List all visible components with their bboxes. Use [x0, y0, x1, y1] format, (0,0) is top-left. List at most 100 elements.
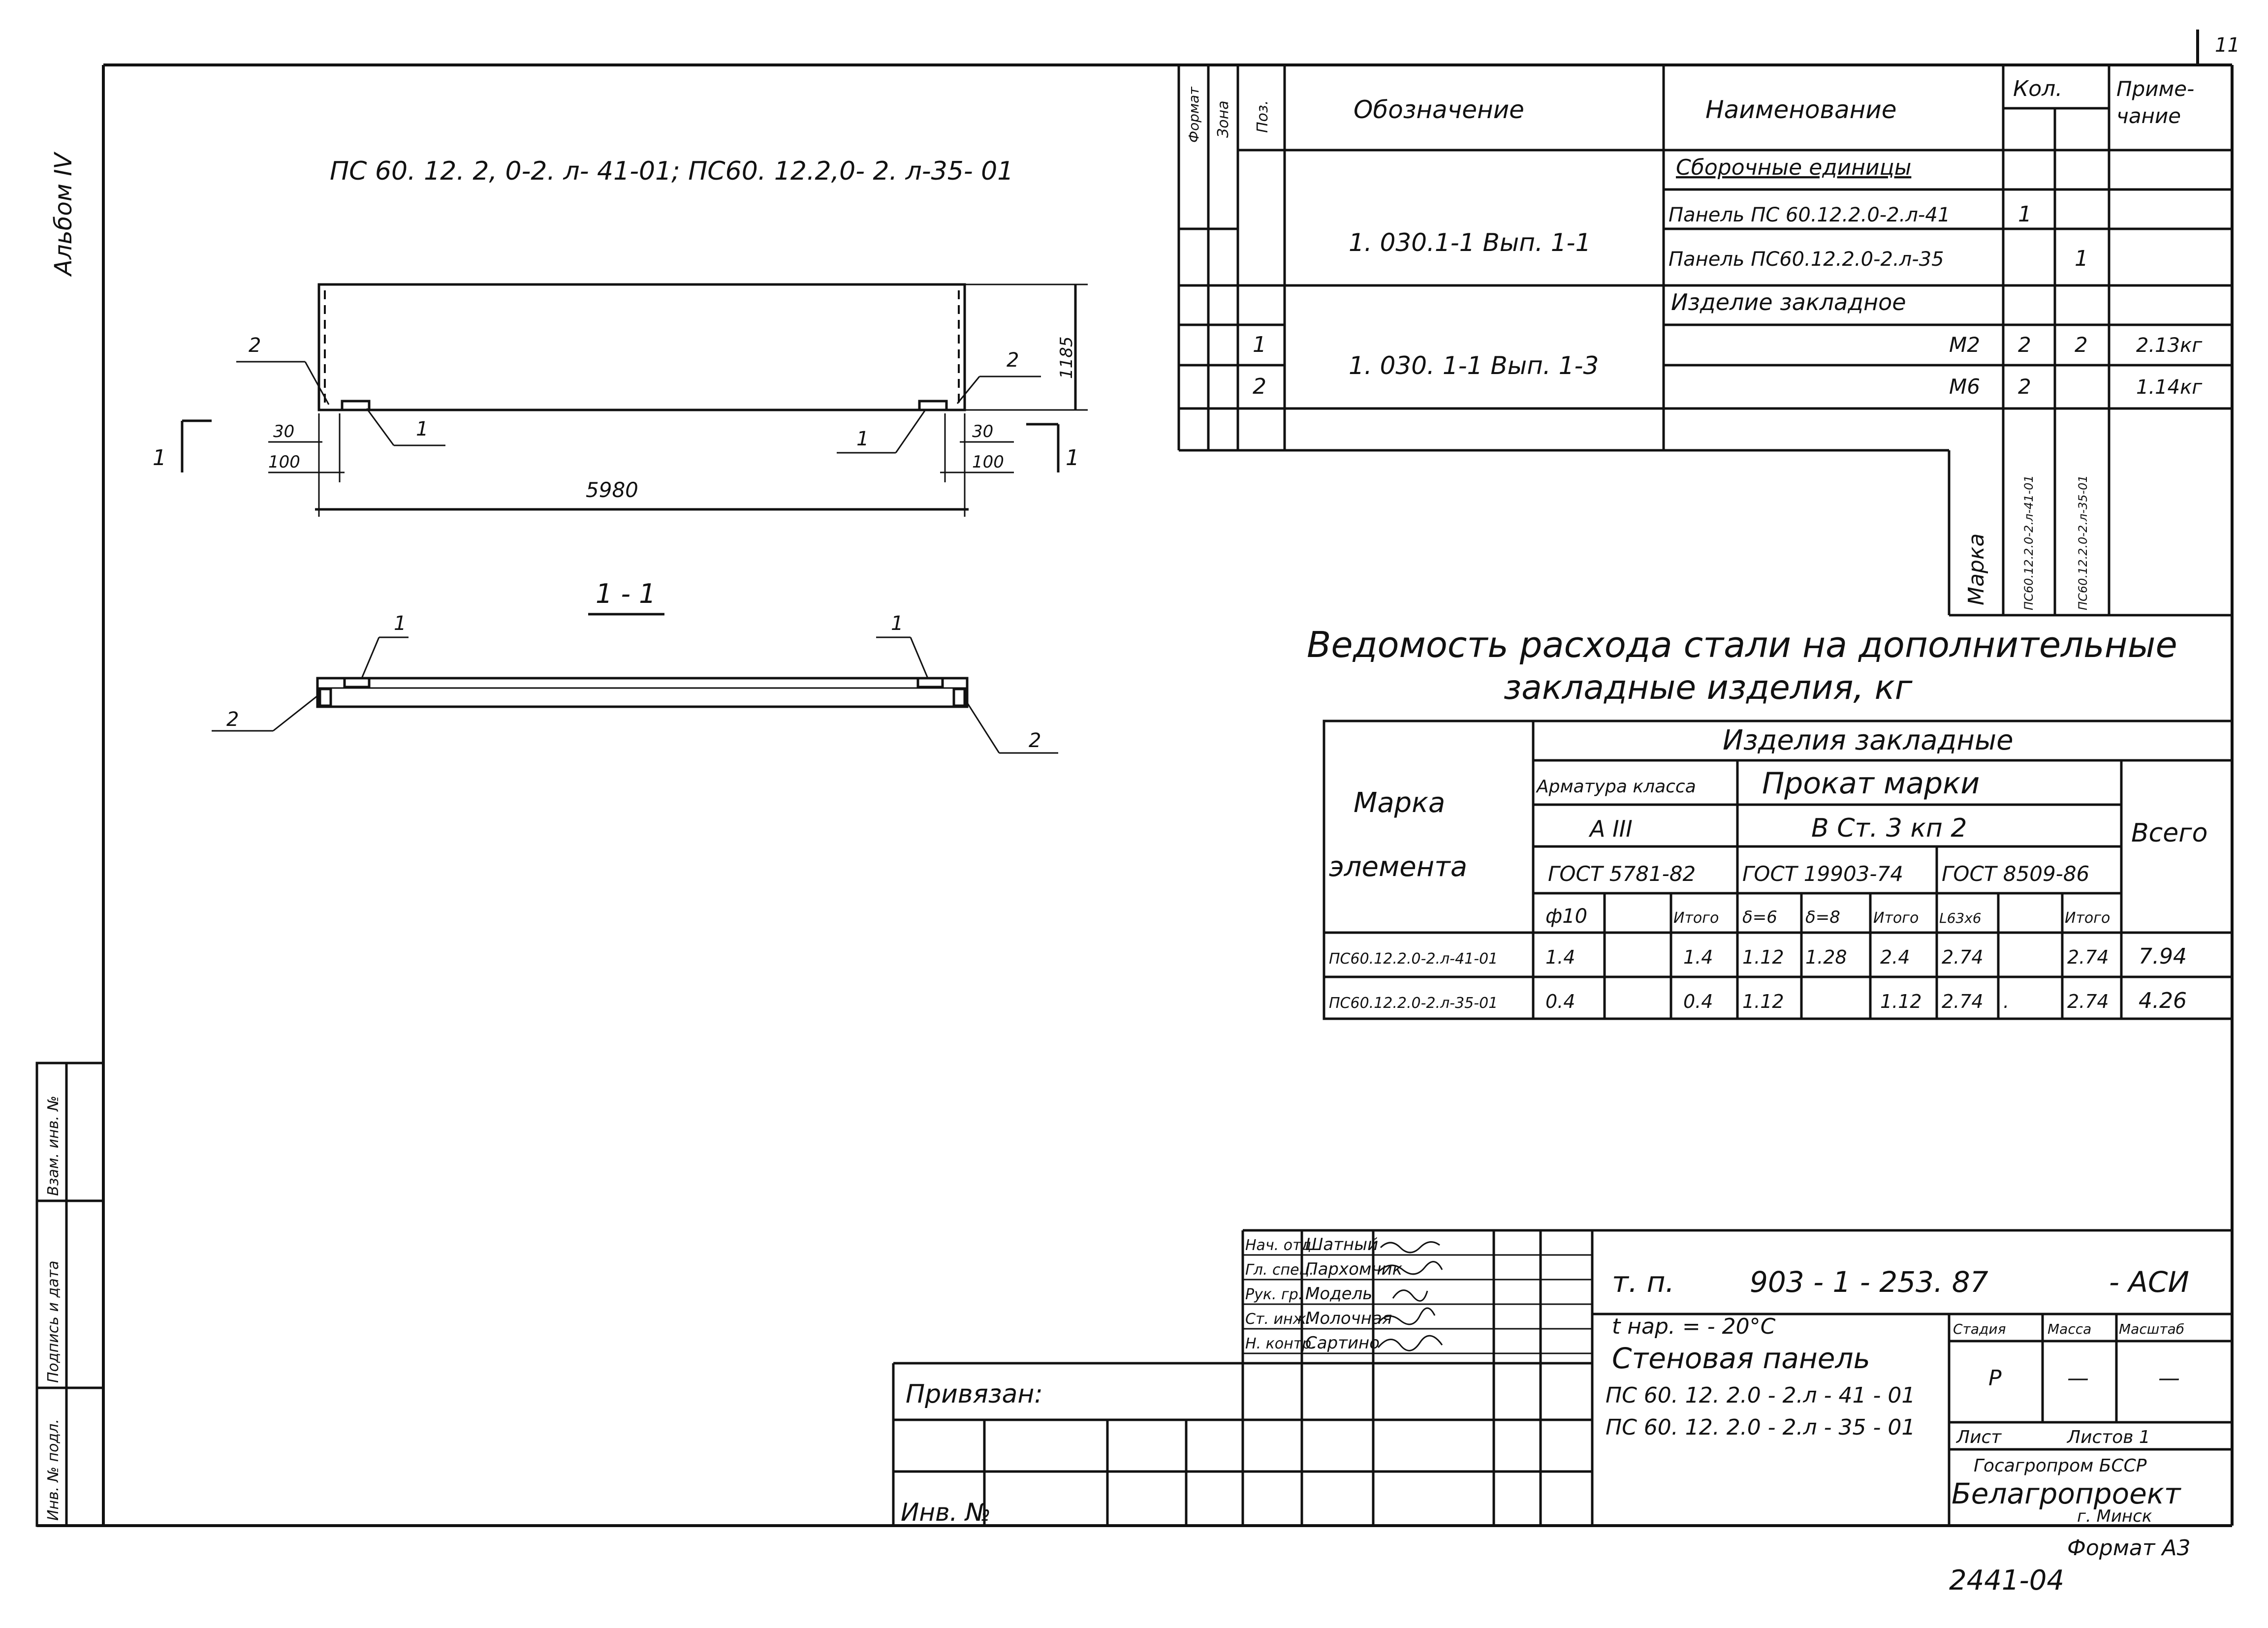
spec-header-zone: Зона — [1215, 100, 1232, 138]
spec-header-designation: Обозначение — [1354, 95, 1524, 124]
spec-table-grid — [1177, 65, 2232, 617]
steel-h-total: Всего — [2131, 818, 2207, 848]
steel-row-cell: 1.4 — [1683, 946, 1713, 968]
steel-row-mark: ПС60.12.2.0-2.л-35-01 — [1329, 995, 1498, 1012]
spec-header-qty: Кол. — [2013, 76, 2062, 101]
spec-row-1-q1: 1 — [2018, 202, 2032, 227]
steel-h-rolled-grade: В Ст. 3 кп 2 — [1811, 814, 1967, 843]
product-name: Стеновая панель — [1612, 1342, 1870, 1375]
steel-h-rebar-gost: ГОСТ 5781-82 — [1548, 862, 1696, 886]
steel-row-cell: 4.26 — [2139, 988, 2187, 1013]
spec-header-pos: Поз. — [1254, 100, 1271, 133]
steel-row-cell: 2.74 — [1942, 946, 1984, 968]
callout-2-left: 2 — [249, 334, 261, 357]
steel-row-mark: ПС60.12.2.0-2.л-41-01 — [1329, 950, 1498, 968]
side-stamp — [35, 1062, 105, 1527]
doc-code: 903 - 1 - 253. 87 — [1750, 1265, 1988, 1299]
dim-30-right: 30 — [972, 422, 993, 441]
steel-row-cell: . — [2003, 991, 2009, 1012]
mass-value: — — [2067, 1366, 2089, 1391]
steel-row-cell: 1.12 — [1742, 991, 1784, 1012]
callout-2-right: 2 — [1007, 349, 1019, 372]
bound-label: Привязан: — [906, 1379, 1043, 1409]
spec-row-4-q1: 2 — [2018, 333, 2031, 357]
steel-row-cell: 2.4 — [1880, 946, 1910, 968]
stamp-role-4: Н. контр. — [1245, 1335, 1316, 1352]
spec-row-5-note: 1.14кг — [2136, 376, 2203, 399]
section-callout-2-left: 2 — [226, 708, 239, 731]
dim-100-right: 100 — [972, 452, 1004, 472]
section-callout-1-right: 1 — [891, 612, 903, 635]
product-mark-1: ПС 60. 12. 2.0 - 2.л - 41 - 01 — [1606, 1383, 1915, 1408]
spec-row-5-name: М6 — [1949, 375, 1980, 399]
spec-row-5-pos: 2 — [1253, 374, 1266, 399]
side-label-sign: Подпись и дата — [45, 1261, 62, 1383]
dim-30-left: 30 — [273, 422, 294, 441]
callout-1-right: 1 — [856, 428, 869, 450]
spec-row-2-q2: 1 — [2075, 246, 2088, 271]
format-label: Формат А3 — [2067, 1535, 2191, 1561]
side-label-replace: Взам. инв. № — [45, 1096, 62, 1196]
org-city: г. Минск — [2077, 1506, 2152, 1526]
steel-sub-2: Итого — [1673, 909, 1719, 927]
steel-sub-8: Итого — [2065, 909, 2110, 927]
cut-label-left: 1 — [153, 445, 166, 470]
cut-label-right: 1 — [1066, 445, 1079, 470]
steel-row-cell: 1.28 — [1805, 946, 1847, 968]
sheet-header: Лист — [1955, 1427, 2002, 1447]
spec-row-3-name: Изделие закладное — [1671, 289, 1906, 315]
signatures — [1377, 1241, 1443, 1351]
steel-h-rebar-class: А III — [1588, 815, 1633, 842]
steel-h-rebar: Арматура класса — [1536, 777, 1696, 797]
steel-row-cell: 2.74 — [2067, 991, 2109, 1012]
spec-row-4-note: 2.13кг — [2136, 334, 2203, 357]
steel-h-rolled: Прокат марки — [1762, 766, 1980, 801]
scale-header: Масштаб — [2119, 1321, 2184, 1337]
spec-header-note-line: чание — [2116, 104, 2181, 128]
steel-h-marka: Марка — [1354, 787, 1445, 819]
dim-height: 1185 — [1057, 336, 1076, 379]
callout-1-left: 1 — [416, 418, 428, 440]
spec-row-0-name: Сборочные единицы — [1676, 155, 1911, 180]
spec-row-4-q2: 2 — [2075, 333, 2088, 357]
steel-sub-5: Итого — [1873, 909, 1919, 927]
spec-row-4-pos: 1 — [1253, 332, 1266, 357]
panel-elevation — [181, 283, 1088, 517]
steel-row-cell: 2.74 — [1942, 991, 1984, 1012]
inventory-label: Инв. № — [901, 1498, 991, 1527]
section-label: 1 - 1 — [596, 578, 656, 609]
marka-value-1: ПС60.12.2.0-2.л-41-01 — [2022, 475, 2036, 610]
stamp-name-4: Сартино — [1305, 1333, 1380, 1353]
stamp-role-0: Нач. отд. — [1245, 1237, 1316, 1254]
doc-code-prefix: т. п. — [1612, 1265, 1674, 1299]
steel-sub-3: δ=6 — [1742, 908, 1777, 927]
steel-h-element: элемента — [1329, 851, 1467, 883]
spec-header-format: Формат — [1186, 87, 1202, 143]
marka-value-2: ПС60.12.2.0-2.л-35-01 — [2076, 475, 2090, 610]
steel-title-line1: Ведомость расхода стали на дополнительны… — [1307, 624, 2177, 665]
section-callout-1-left: 1 — [394, 612, 406, 635]
doc-code-suffix: - АСИ — [2109, 1265, 2189, 1299]
steel-h-gost2: ГОСТ 8509-86 — [1942, 862, 2089, 886]
album-label: Альбом IV — [50, 152, 77, 277]
page-number: 11 — [2215, 34, 2240, 57]
steel-row-cell: 1.12 — [1880, 991, 1922, 1012]
stage-header: Стадия — [1953, 1321, 2006, 1337]
spec-row-2-name: Панель ПС60.12.2.0-2.л-35 — [1669, 248, 1944, 271]
spec-row-5-q1: 2 — [2018, 375, 2031, 399]
steel-row-cell: 7.94 — [2139, 944, 2187, 969]
steel-h-products: Изделия закладные — [1723, 724, 2014, 756]
section-view — [212, 636, 1058, 754]
stamp-name-3: Молочная — [1305, 1309, 1392, 1328]
org-name: Белагропроект — [1952, 1477, 2182, 1510]
steel-h-gost1: ГОСТ 19903-74 — [1742, 862, 1903, 886]
spec-header-note: Приме-чание — [2116, 77, 2194, 128]
scale-value: — — [2158, 1366, 2180, 1391]
steel-row-cell: 0.4 — [1545, 991, 1575, 1012]
steel-row-cell: 0.4 — [1683, 991, 1713, 1012]
side-label-inv: Инв. № подл. — [45, 1419, 62, 1521]
product-mark-2: ПС 60. 12. 2.0 - 2.л - 35 - 01 — [1606, 1415, 1915, 1440]
stamp-name-1: Пархомчик — [1305, 1259, 1403, 1279]
steel-sub-6: L63х6 — [1939, 910, 1982, 926]
